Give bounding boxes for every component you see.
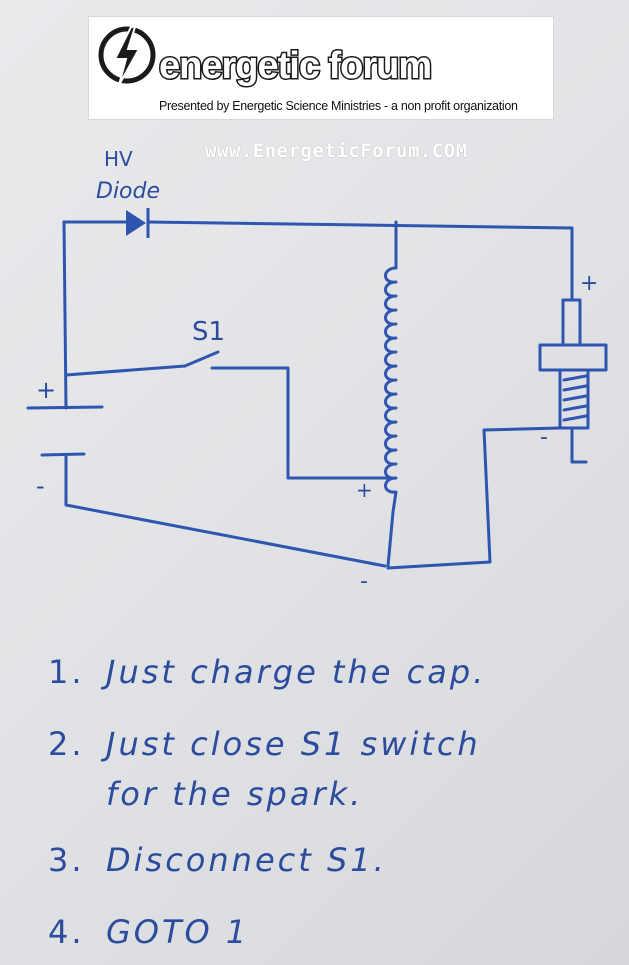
- diode-label-line2: Diode: [96, 179, 160, 204]
- cap-plus-sign: +: [580, 271, 598, 296]
- battery-negative-plate: [40, 452, 86, 507]
- coil-minus-sign: -: [360, 569, 368, 594]
- left-wire: [62, 220, 68, 410]
- step-3: 3.Disconnect S1.: [48, 841, 387, 879]
- hv-diode-icon: [126, 210, 146, 236]
- cap-plate-top: [561, 298, 582, 347]
- battery-plus-sign: +: [36, 376, 56, 404]
- forum-banner: energetic forum Presented by Energetic S…: [88, 16, 554, 120]
- cap-return-wire: [386, 426, 562, 570]
- coil-bottom-lead: [386, 510, 395, 568]
- coil-winding: [384, 266, 398, 514]
- switch-s1-contact: [210, 366, 392, 480]
- switch-s1-lead: [64, 364, 187, 377]
- bottom-wire: [64, 503, 387, 568]
- step-1: 1.Just charge the cap.: [48, 653, 487, 691]
- switch-s1-arm: [183, 350, 220, 368]
- step-4: 4.GOTO 1: [48, 913, 250, 951]
- cap-stem: [570, 426, 588, 464]
- forum-brand-name: energetic forum: [157, 45, 433, 87]
- step-2-continued: for the spark.: [106, 775, 364, 813]
- coil-plus-sign: +: [356, 478, 373, 502]
- cap-minus-sign: -: [540, 425, 548, 450]
- diode-label-line1: HV: [104, 147, 133, 171]
- battery-minus-sign: -: [36, 472, 45, 500]
- lightning-bolt-icon: [98, 26, 156, 86]
- step-2: 2.Just close S1 switch: [48, 725, 481, 763]
- top-wire: [62, 220, 574, 230]
- cap-threads: [562, 374, 588, 422]
- site-url: www.EnergeticForum.COM: [205, 140, 468, 162]
- cap-threaded: [558, 368, 590, 430]
- switch-s1-label: S1: [192, 317, 225, 347]
- forum-tagline: Presented by Energetic Science Ministrie…: [159, 99, 518, 113]
- cap-body: [538, 343, 608, 372]
- circuit-diagram: HV Diode S1 + - + - + -: [26, 147, 608, 594]
- battery-positive-plate: [26, 405, 104, 410]
